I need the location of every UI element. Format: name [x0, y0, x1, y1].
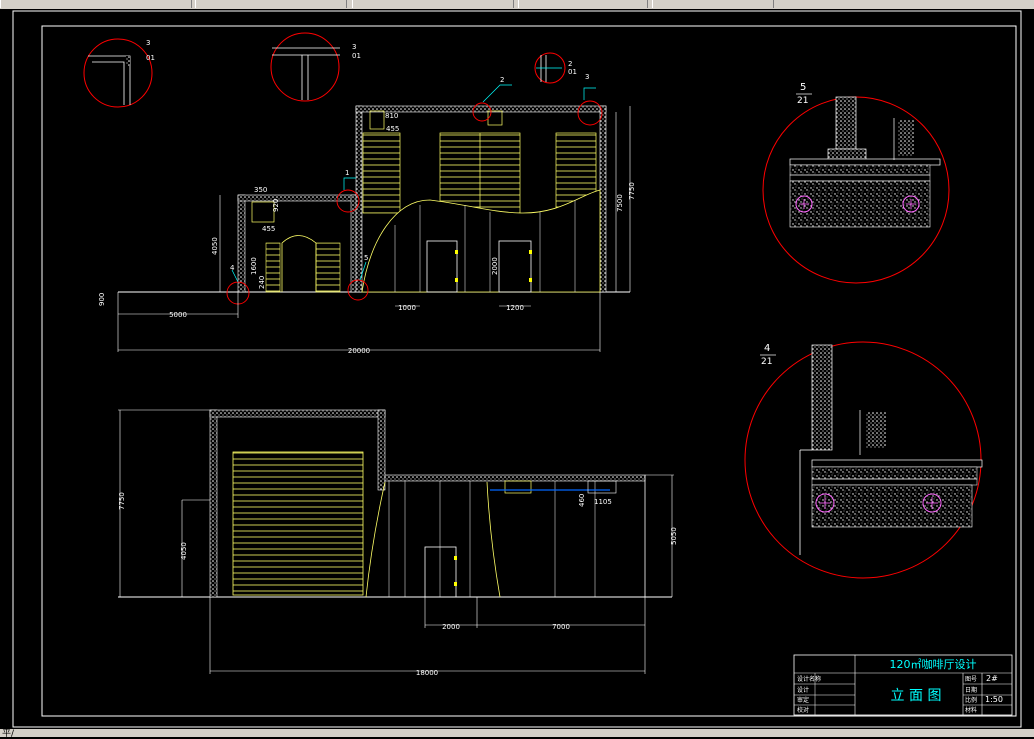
- marker-3: 3: [585, 73, 589, 81]
- tb-right-label-0: 图号: [965, 676, 977, 683]
- detail-c-num: 2: [568, 60, 572, 68]
- dim-4050: 4050: [211, 237, 219, 255]
- side-dim-1105: 1105: [594, 498, 612, 506]
- detail-a-num: 3: [146, 39, 150, 47]
- window-tabbar: [0, 0, 1034, 9]
- detail-b-sheet: 01: [352, 52, 361, 60]
- dim-1200: 1200: [506, 304, 524, 312]
- side-dim-7000: 7000: [552, 623, 570, 631]
- dim-810: 810: [385, 112, 398, 120]
- detail-c-sheet: 01: [568, 68, 577, 76]
- tab[interactable]: [195, 0, 347, 8]
- side-dim-5050: 5050: [670, 527, 678, 545]
- status-text: 平/: [2, 729, 15, 739]
- side-dim-2000: 2000: [442, 623, 460, 631]
- tab[interactable]: [518, 0, 648, 8]
- titleblock-drawing-name: 立 面 图: [891, 688, 942, 704]
- dim-455: 455: [262, 225, 275, 233]
- dim-7500: 7500: [616, 194, 624, 212]
- dim-350: 350: [254, 186, 267, 194]
- detail-b-num: 3: [352, 43, 356, 51]
- dim-920: 920: [272, 199, 280, 212]
- marker-5: 5: [364, 254, 368, 262]
- detail5-sheet: 21: [797, 96, 808, 106]
- tb-sheet-no: 2#: [986, 674, 998, 683]
- detail-5: 5 21: [762, 82, 950, 284]
- tb-right-label-2: 比例: [965, 696, 977, 704]
- tb-scale: 1:50: [985, 695, 1003, 704]
- marker-1: 1: [345, 169, 349, 177]
- tb-right-label-1: 日期: [965, 686, 977, 694]
- dim-900: 900: [98, 293, 106, 306]
- side-elevation: 7750 4050 5050 460 1105 2000 7000 18000: [118, 409, 678, 677]
- tab[interactable]: [0, 0, 192, 8]
- tb-row-label-3: 校对: [797, 706, 809, 714]
- top-detail-circles: 3 01 3 01 2 01: [83, 32, 577, 108]
- detail4-num: 4: [764, 343, 770, 354]
- detail-4: 4 21: [744, 341, 983, 579]
- dim-1000: 1000: [398, 304, 416, 312]
- dim-7750: 7750: [628, 182, 636, 200]
- side-dim-4050: 4050: [180, 542, 188, 560]
- dim-2000: 2000: [491, 257, 499, 275]
- tb-right-label-3: 材料: [965, 706, 977, 714]
- dim-5000: 5000: [169, 311, 187, 319]
- detail4-sheet: 21: [761, 357, 772, 367]
- tab[interactable]: [652, 0, 774, 8]
- drawing-frame: [41, 25, 1017, 717]
- dim-1600: 1600: [250, 257, 258, 275]
- marker-4: 4: [230, 264, 235, 272]
- marker-2: 2: [500, 76, 504, 84]
- tb-row-label-2: 审定: [797, 696, 809, 704]
- detail5-num: 5: [800, 82, 806, 93]
- side-dim-18000: 18000: [416, 669, 438, 677]
- status-bar: 平/: [0, 729, 1034, 739]
- title-block: 120㎡咖啡厅设计 立 面 图 设计名称 设计 审定 校对 图号 日期 比例 材…: [793, 654, 1013, 716]
- titleblock-project: 120㎡咖啡厅设计: [890, 657, 977, 671]
- tb-row-label-0: 设计名称: [797, 675, 821, 683]
- side-dim-460: 460: [578, 494, 586, 507]
- front-elevation: 1 2 3 4 5 5000 20000 1000 1200 7750 7500…: [98, 73, 636, 355]
- detail-a-sheet: 01: [146, 54, 155, 62]
- dim-240: 240: [258, 276, 266, 289]
- tb-row-label-1: 设计: [797, 686, 809, 694]
- dim-455-top: 455: [386, 125, 399, 133]
- dim-20000: 20000: [348, 347, 370, 355]
- tab[interactable]: [352, 0, 514, 8]
- side-dim-7750: 7750: [118, 492, 126, 510]
- sheet-border: [12, 10, 1022, 728]
